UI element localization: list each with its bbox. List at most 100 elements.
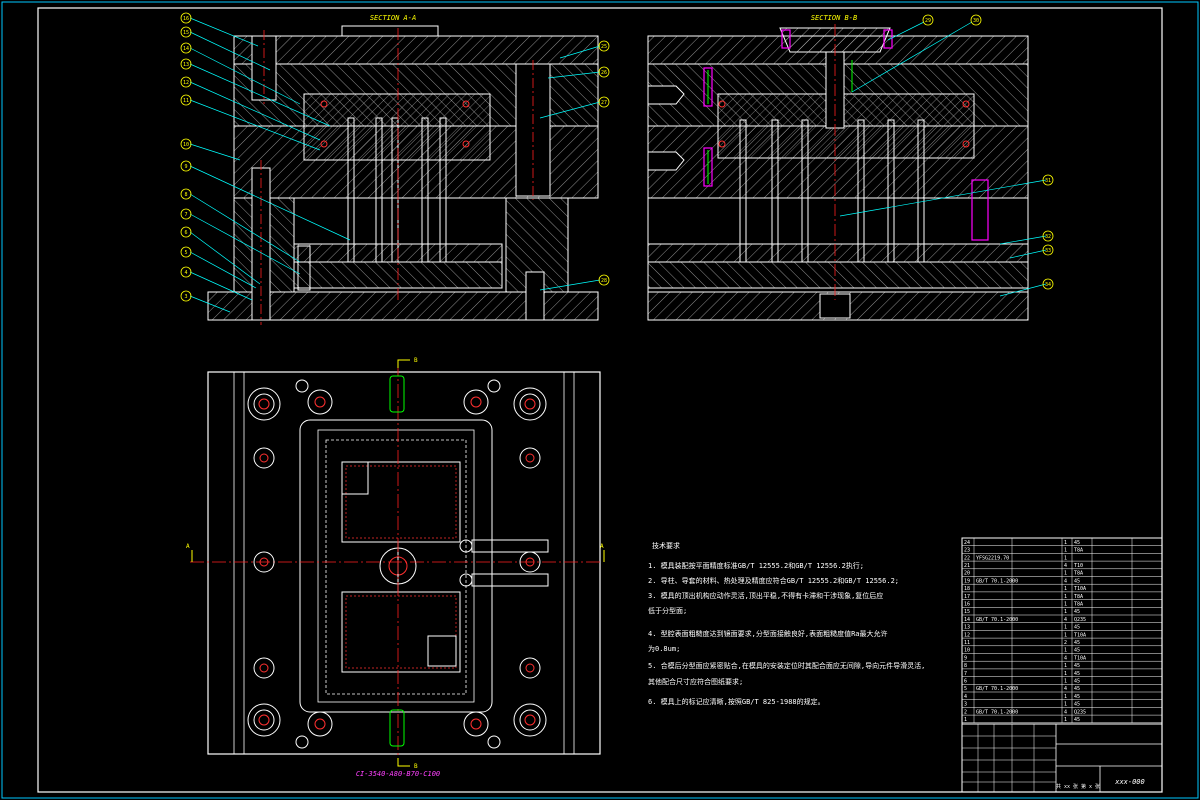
bom-cell-qty: 2 xyxy=(1064,640,1067,646)
bom-cell-mat: 45 xyxy=(1074,640,1080,646)
view-marker-a-left: A xyxy=(186,543,190,550)
bom-cell-qty: 1 xyxy=(1064,540,1067,546)
balloon-number: 25 xyxy=(601,44,607,50)
notes-line-8: 其他配合尺寸应符合图纸要求; xyxy=(648,677,743,686)
notes-line-4: 低于分型面; xyxy=(648,606,687,615)
bom-cell-qty: 4 xyxy=(1064,709,1067,715)
sheet-label: 共 xx 张 第 x 张 xyxy=(1056,783,1100,790)
bom-cell-qty: 1 xyxy=(1064,679,1067,685)
bom-cell-qty: 1 xyxy=(1064,702,1067,708)
bom-cell-no: 3 xyxy=(964,702,967,708)
bom-cell-mat: 45 xyxy=(1074,717,1080,723)
bom-cell-mat: Q235 xyxy=(1074,617,1086,623)
bom-cell-mat: 45 xyxy=(1074,671,1080,677)
balloon-number: 14 xyxy=(183,46,189,52)
bom-cell-mat: 45 xyxy=(1074,702,1080,708)
bom-cell-no: 18 xyxy=(964,586,970,592)
bom-cell-qty: 4 xyxy=(1064,563,1067,569)
bom-cell-mat: Q235 xyxy=(1074,709,1086,715)
bom-cell-no: 21 xyxy=(964,563,970,569)
plan-view: B B A A CI-3540-A80-B70-C100 xyxy=(186,357,605,778)
inner-frame xyxy=(37,7,1163,793)
bom-cell-qty: 1 xyxy=(1064,632,1067,638)
bom-cell-no: 16 xyxy=(964,602,970,608)
bom-cell-qty: 4 xyxy=(1064,617,1067,623)
bom-cell-qty: 1 xyxy=(1064,602,1067,608)
bom-cell-mat: 45 xyxy=(1074,540,1080,546)
section-b-balloons xyxy=(839,14,1054,297)
bom-cell-no: 2 xyxy=(964,709,967,715)
balloon-number: 11 xyxy=(183,98,189,104)
bom-cell-mat: T10 xyxy=(1074,563,1083,569)
bom-cell-no: 24 xyxy=(964,540,970,546)
bom-cell-mat: T10A xyxy=(1074,632,1086,638)
balloon-number: 6 xyxy=(184,230,187,236)
bom-cell-mat: 45 xyxy=(1074,625,1080,631)
bom-cell-mat: 45 xyxy=(1074,609,1080,615)
bom-cell-qty: 4 xyxy=(1064,655,1067,661)
bom-cell-qty: 1 xyxy=(1064,548,1067,554)
bom-cell-no: 23 xyxy=(964,548,970,554)
balloon-number: 7 xyxy=(184,212,187,218)
bom-cell-no: 7 xyxy=(964,671,967,677)
notes-line-9: 6. 模具上的标记应清晰,按照GB/T 825-1988的规定。 xyxy=(648,697,825,706)
section-b-view: SECTION B-B xyxy=(647,14,1029,321)
bom-cell-no: 9 xyxy=(964,655,967,661)
bom-cell-qty: 4 xyxy=(1064,686,1067,692)
bom-cell-no: 17 xyxy=(964,594,970,600)
notes-title: 技术要求 xyxy=(652,541,680,550)
section-a-view: SECTION A-A xyxy=(207,14,599,325)
bom-cell-no: 4 xyxy=(964,694,967,700)
balloon-number: 15 xyxy=(183,30,189,36)
balloon-number: 33 xyxy=(1045,248,1051,254)
view-marker-b-top: B xyxy=(414,357,418,364)
balloon-number: 34 xyxy=(1045,282,1051,288)
bom-cell-mat: 45 xyxy=(1074,694,1080,700)
section-a-right-balloons xyxy=(539,40,610,291)
bom-cell-no: 6 xyxy=(964,679,967,685)
balloon-number: 29 xyxy=(925,18,931,24)
bom-cell-qty: 1 xyxy=(1064,594,1067,600)
notes-line-3: 3. 模具的顶出机构应动作灵活,顶出平稳,不得有卡滞和干涉现象,复位后应 xyxy=(648,591,883,600)
bom-cell-mat: 45 xyxy=(1074,679,1080,685)
bom-cell-mat: T10A xyxy=(1074,655,1086,661)
mold-base-code: CI-3540-A80-B70-C100 xyxy=(356,770,440,778)
bom-cell-qty: 1 xyxy=(1064,694,1067,700)
bom-cell-mat: T8A xyxy=(1074,594,1083,600)
balloon-number: 27 xyxy=(601,100,607,106)
notes-line-2: 2. 导柱、导套的材料、热处理及精度应符合GB/T 12555.2和GB/T 1… xyxy=(648,576,899,585)
bom-cell-mat: T8A xyxy=(1074,571,1083,577)
bom-cell-qty: 1 xyxy=(1064,671,1067,677)
balloon-number: 13 xyxy=(183,62,189,68)
bom-cell-no: 22 xyxy=(964,555,970,561)
bom-cell-mat: T10A xyxy=(1074,586,1086,592)
bom-cell-qty: 1 xyxy=(1064,648,1067,654)
bom-cell-no: 5 xyxy=(964,686,967,692)
bom-cell-qty: 1 xyxy=(1064,571,1067,577)
notes-line-1: 1. 模具装配按平面精度标准GB/T 12555.2和GB/T 12556.2执… xyxy=(648,561,864,570)
bom-cell-mat: 45 xyxy=(1074,663,1080,669)
bom-cell-qty: 1 xyxy=(1064,625,1067,631)
bom-cell-mat: 45 xyxy=(1074,648,1080,654)
balloon-number: 32 xyxy=(1045,234,1051,240)
balloon-number: 10 xyxy=(183,142,189,148)
balloon-number: 5 xyxy=(184,250,187,256)
view-marker-b-bottom: B xyxy=(414,763,418,770)
balloon-number: 31 xyxy=(1045,178,1051,184)
bom-cell-qty: 1 xyxy=(1064,609,1067,615)
notes-line-7: 5. 合模后分型面应紧密贴合,在模具的安装定位时其配合面应无间隙,导向元件导滑灵… xyxy=(648,661,925,670)
balloon-number: 12 xyxy=(183,80,189,86)
notes-line-5: 4. 型腔表面粗糙度达到镜面要求,分型面接触良好,表面粗糙度值Ra最大允许 xyxy=(648,629,888,638)
drawing-number: xxx-000 xyxy=(1114,778,1145,786)
section-b-title: SECTION B-B xyxy=(811,14,857,22)
bom-cell-no: 15 xyxy=(964,609,970,615)
bom-cell-mat: 45 xyxy=(1074,578,1080,584)
bom-cell-no: 8 xyxy=(964,663,967,669)
bom-cell-no: 11 xyxy=(964,640,970,646)
bom-cell-code: GB/T 70.1-2000 xyxy=(976,617,1018,623)
bom-cell-qty: 1 xyxy=(1064,663,1067,669)
balloon-number: 3 xyxy=(184,294,187,300)
bom-cell-qty: 4 xyxy=(1064,578,1067,584)
